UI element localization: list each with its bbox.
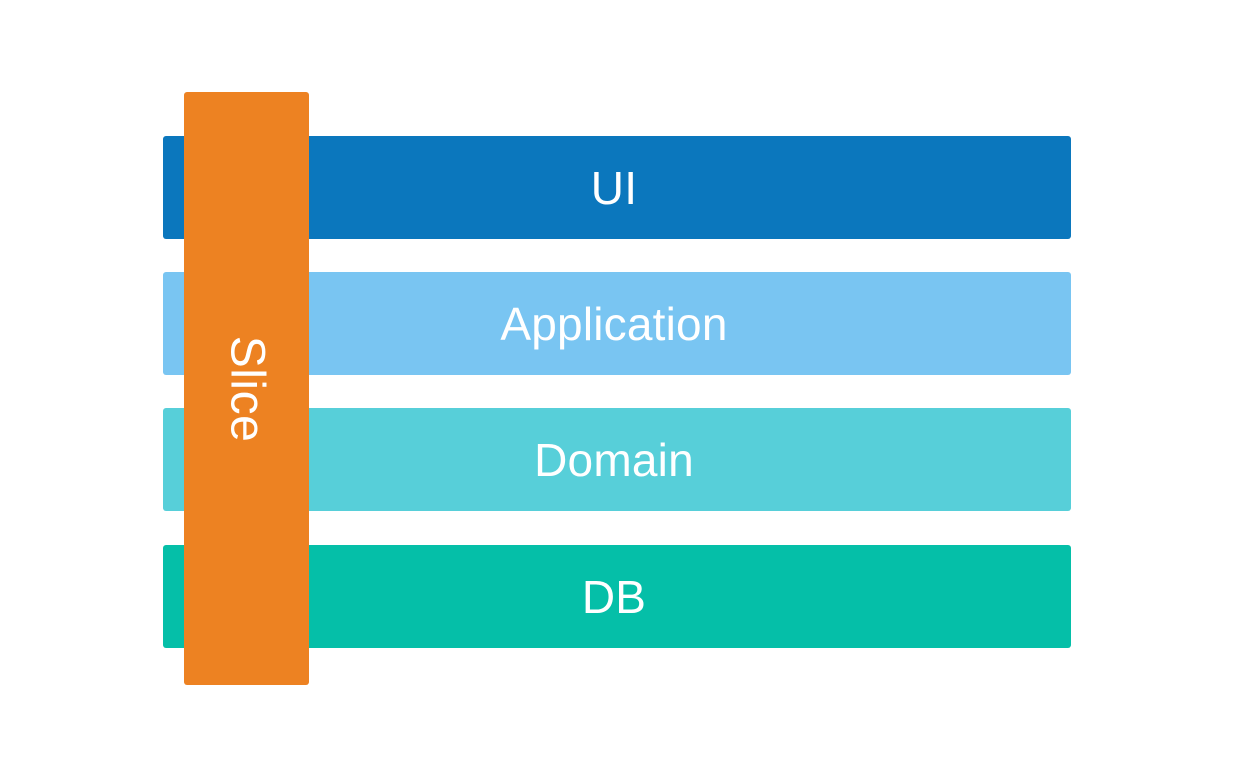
vertical-slice-band[interactable]: Slice bbox=[184, 92, 309, 685]
layer-label-ui: UI bbox=[590, 161, 638, 214]
layer-bar-domain[interactable]: Domain bbox=[163, 408, 1071, 511]
layer-bar-db[interactable]: DB bbox=[163, 545, 1071, 648]
layer-bar-ui[interactable]: UI bbox=[163, 136, 1071, 239]
layer-label-application: Application bbox=[500, 297, 728, 350]
layer-label-domain: Domain bbox=[534, 433, 694, 486]
layer-label-db: DB bbox=[581, 570, 647, 623]
layer-bar-application[interactable]: Application bbox=[163, 272, 1071, 375]
vertical-slice-label: Slice bbox=[220, 335, 274, 442]
